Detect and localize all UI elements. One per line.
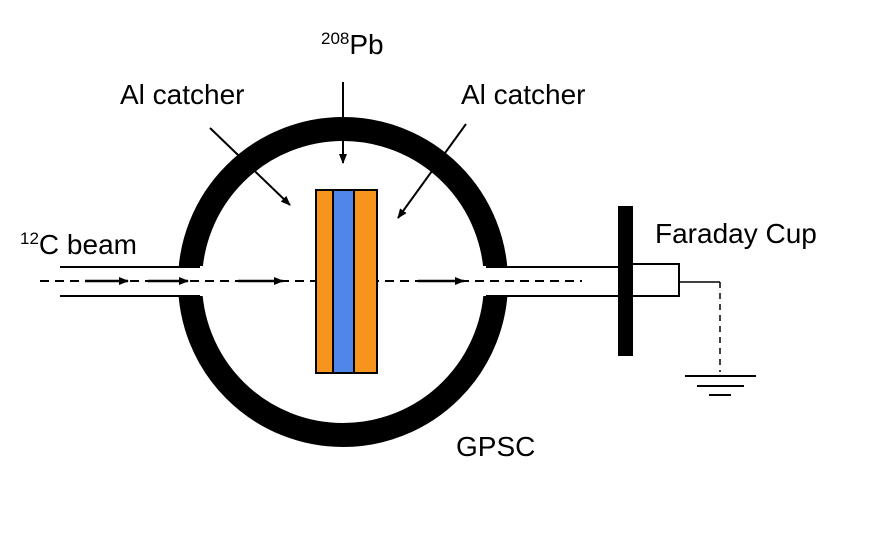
ground-symbol-icon xyxy=(685,375,756,396)
faraday-cup-label: Faraday Cup xyxy=(655,218,817,249)
beam-mass-number: 12 xyxy=(20,229,39,248)
gpsc-label: GPSC xyxy=(456,431,535,462)
faraday-cup-body xyxy=(623,263,680,297)
al-catcher-left-foil xyxy=(315,189,334,374)
al-left-pointer-arrow xyxy=(209,127,291,206)
al-right-pointer-arrow xyxy=(397,123,467,219)
faraday-cup-plate xyxy=(618,206,633,356)
al-catcher-right-foil xyxy=(353,189,378,374)
al-catcher-left-label: Al catcher xyxy=(120,79,245,110)
al-catcher-right-label: Al catcher xyxy=(461,79,586,110)
beam-text: C beam xyxy=(39,229,137,260)
pb-element-symbol: Pb xyxy=(349,29,383,60)
pb-target-label: 208Pb xyxy=(321,29,384,60)
beam-label: 12C beam xyxy=(20,229,137,260)
lead-target-foil xyxy=(332,189,355,374)
pb-mass-number: 208 xyxy=(321,29,349,48)
